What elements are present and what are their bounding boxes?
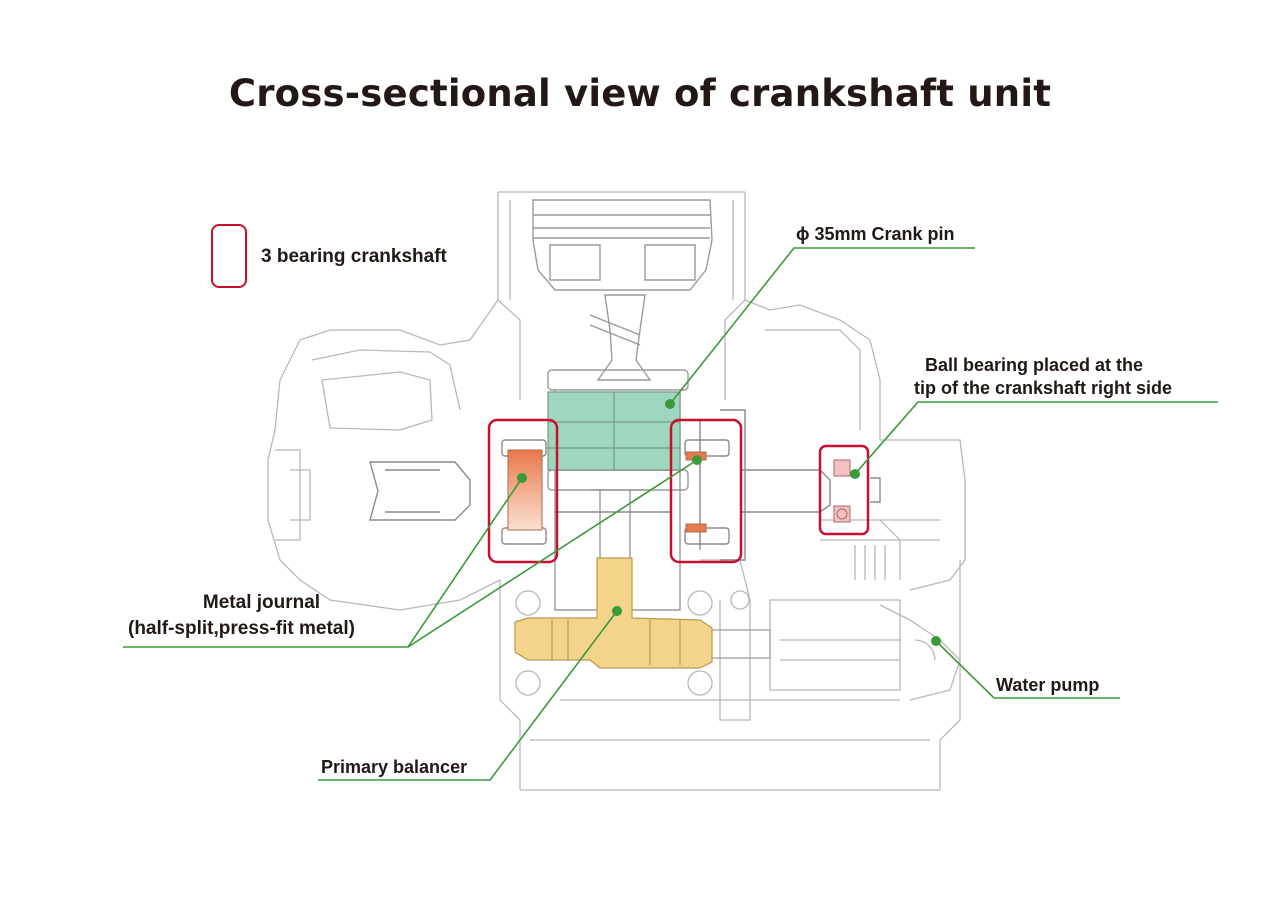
callout-primary-balancer: Primary balancer <box>321 757 468 777</box>
callout-water-pump: Water pump <box>996 675 1100 695</box>
leader-water-pump <box>935 640 1120 699</box>
callout-ball-bearing-line2: tip of the crankshaft right side <box>914 378 1173 398</box>
callout-metal-journal-line2: (half-split,press-fit metal) <box>128 618 355 639</box>
leader-crank-pin <box>669 247 975 405</box>
ball-bearing-right <box>833 459 851 523</box>
leader-metal-journal <box>123 459 698 648</box>
leader-ball-bearing <box>854 401 1218 475</box>
callout-crank-pin: ϕ 35mm Crank pin <box>796 224 955 244</box>
piston-and-conrod-outline <box>532 199 713 611</box>
engine-casing-outline <box>267 191 966 791</box>
leader-primary-balancer <box>318 610 618 781</box>
legend-swatch-red-frame <box>211 224 247 288</box>
bearing-frame-center <box>669 418 743 564</box>
leader-lines <box>123 247 1218 781</box>
bearing-highlight-frames <box>487 418 870 564</box>
legend-label: 3 bearing crankshaft <box>261 246 447 267</box>
crank-pin <box>547 391 681 471</box>
leader-dots <box>517 399 941 646</box>
diagram-title: Cross-sectional view of crankshaft unit <box>228 72 1052 115</box>
bearing-frame-right <box>818 444 870 536</box>
callout-metal-journal-line1: Metal journal <box>202 592 321 613</box>
primary-balancer <box>514 557 771 669</box>
callout-ball-bearing-line1: Ball bearing placed at the <box>925 355 1144 375</box>
bearing-frame-left <box>487 418 559 564</box>
